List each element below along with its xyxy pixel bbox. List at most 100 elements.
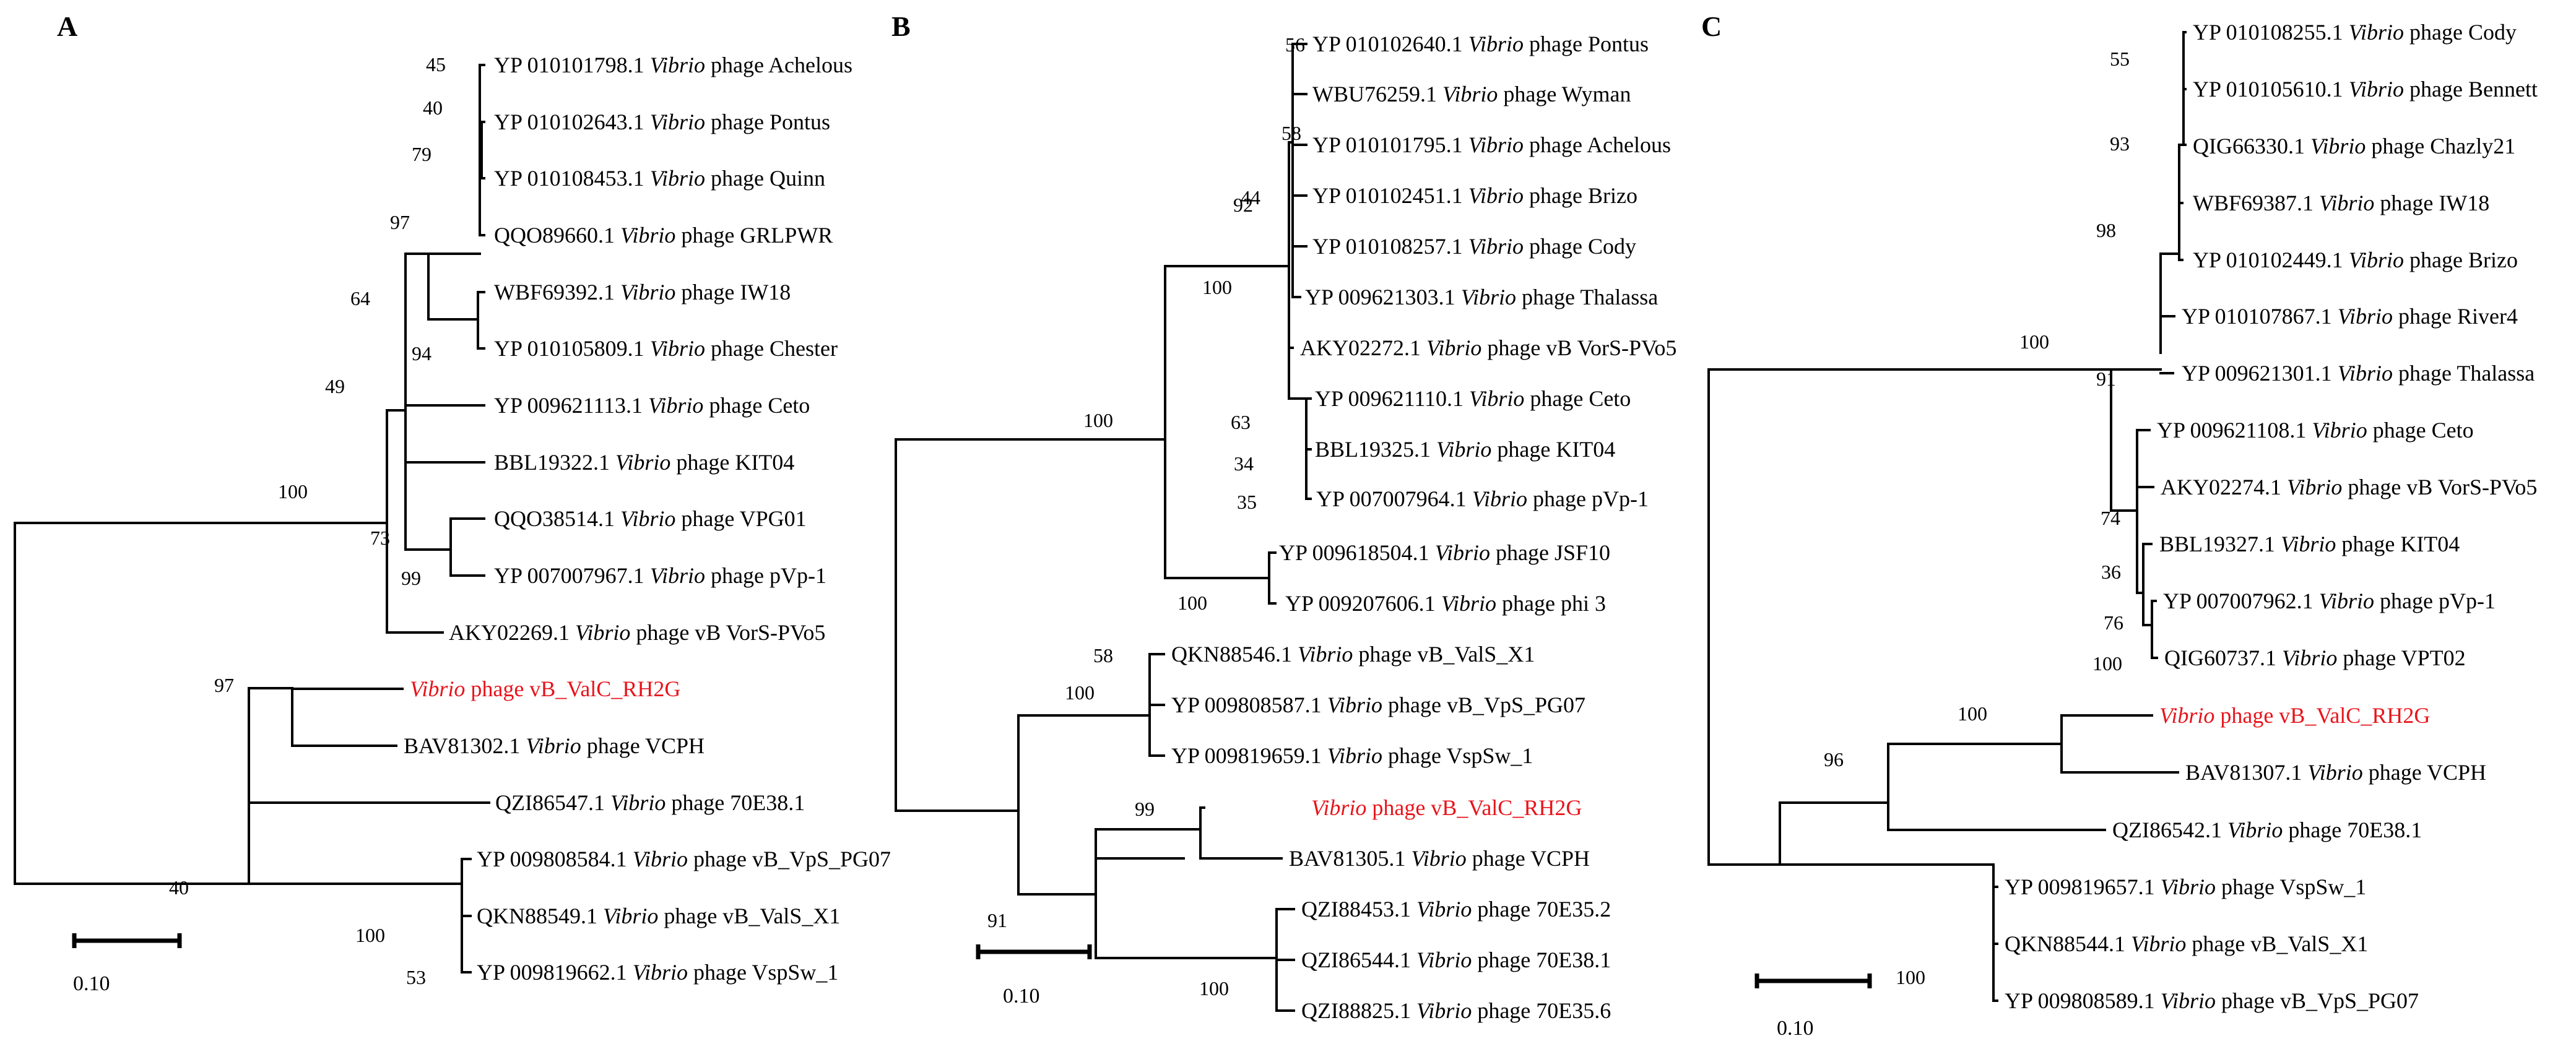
bootstrap-value: 99 <box>401 567 421 589</box>
genus: Vibrio <box>1435 540 1490 565</box>
genus: Vibrio <box>1298 642 1353 667</box>
accession: AKY02272.1 <box>1300 335 1426 360</box>
genus: Vibrio <box>650 336 705 361</box>
phage-name: phage KIT04 <box>1491 437 1615 462</box>
accession: WBU76259.1 <box>1312 82 1442 106</box>
genus: Vibrio <box>1468 234 1524 259</box>
phage-name: phage Thalassa <box>1516 285 1658 309</box>
accession: YP 007007967.1 <box>494 563 650 588</box>
phage-name: phage 70E35.2 <box>1472 897 1611 922</box>
accession: YP 009819659.1 <box>1171 743 1327 768</box>
genus: Vibrio <box>1472 486 1527 511</box>
leaf-label: YP 009621110.1 Vibrio phage Ceto <box>1315 386 1631 411</box>
bootstrap-value: 55 <box>2110 48 2130 70</box>
accession: YP 009621113.1 <box>494 393 648 418</box>
leaf-label: QIG66330.1 Vibrio phage Chazly21 <box>2193 134 2515 158</box>
accession: YP 007007964.1 <box>1316 486 1472 511</box>
leaf-label: YP 010102449.1 Vibrio phage Brizo <box>2193 248 2518 272</box>
genus: Vibrio <box>2319 589 2374 613</box>
leaf-label: YP 009808589.1 Vibrio phage vB_VpS_PG07 <box>2005 988 2419 1013</box>
bootstrap-value: 36 <box>2101 561 2121 583</box>
leaf-label: YP 009621301.1 Vibrio phage Thalassa <box>2182 361 2535 386</box>
leaf-label: YP 007007967.1 Vibrio phage pVp-1 <box>494 563 826 588</box>
bootstrap-value: 100 <box>2092 652 2122 675</box>
leaf-label: QZI86542.1 Vibrio phage 70E38.1 <box>2112 818 2422 842</box>
genus: Vibrio <box>2287 475 2342 499</box>
leaf-label: QQO89660.1 Vibrio phage GRLPWR <box>494 223 833 248</box>
accession: YP 010105809.1 <box>494 336 650 361</box>
leaf-label: YP 010102451.1 Vibrio phage Brizo <box>1312 183 1637 208</box>
bootstrap-value: 49 <box>325 375 345 397</box>
panel-c-scale-label: 0.10 <box>1777 1017 1814 1040</box>
leaf-label: BAV81305.1 Vibrio phage VCPH <box>1289 846 1590 871</box>
bootstrap-value: 100 <box>1202 276 1232 298</box>
leaf-label: YP 010108255.1 Vibrio phage Cody <box>2193 20 2517 45</box>
bootstrap-value: 63 <box>1231 411 1251 433</box>
bootstrap-values: 4540799764944910073999740100535658449210… <box>169 33 2130 999</box>
accession: QZI86542.1 <box>2112 818 2227 842</box>
bootstrap-value: 45 <box>426 53 446 76</box>
accession: YP 010102643.1 <box>494 110 650 134</box>
accession: QZI88453.1 <box>1301 897 1416 922</box>
phage-name: phage Quinn <box>705 166 825 191</box>
bootstrap-value: 76 <box>2104 611 2123 634</box>
bootstrap-value: 97 <box>214 674 234 696</box>
leaf-label: Vibrio phage vB_ValC_RH2G <box>2159 703 2430 728</box>
phage-name: phage VPT02 <box>2337 645 2465 670</box>
accession: BAV81305.1 <box>1289 846 1411 871</box>
genus: Vibrio <box>650 166 705 191</box>
accession: QKN88549.1 <box>477 904 603 928</box>
bootstrap-value: 58 <box>1093 644 1113 667</box>
genus: Vibrio <box>603 904 658 928</box>
phage-name: phage Achelous <box>705 53 852 77</box>
phage-name: phage vB VorS-PVo5 <box>1481 335 1676 360</box>
bootstrap-value: 91 <box>2096 368 2116 390</box>
bootstrap-value: 100 <box>1199 977 1229 999</box>
phage-name: phage VCPH <box>2363 760 2486 785</box>
genus: Vibrio <box>1469 386 1524 411</box>
phage-name: phage Ceto <box>1524 386 1631 411</box>
accession: YP 009621110.1 <box>1315 386 1469 411</box>
genus: Vibrio <box>1411 846 1466 871</box>
phage-name: phage River4 <box>2393 304 2518 329</box>
leaf-label: YP 009808584.1 Vibrio phage vB_VpS_PG07 <box>477 847 891 871</box>
leaf-label: YP 009819659.1 Vibrio phage VspSw_1 <box>1171 743 1533 768</box>
leaf-label: YP 010108453.1 Vibrio phage Quinn <box>494 166 825 191</box>
accession: YP 010107867.1 <box>2182 304 2338 329</box>
phage-name: phage Ceto <box>703 393 810 418</box>
phage-name: phage vB VorS-PVo5 <box>2342 475 2537 499</box>
genus: Vibrio <box>620 223 675 248</box>
leaf-label: YP 009621113.1 Vibrio phage Ceto <box>494 393 810 418</box>
bootstrap-value: 64 <box>350 287 370 309</box>
leaf-label: QKN88549.1 Vibrio phage vB_ValS_X1 <box>477 904 840 928</box>
phage-name: phage Brizo <box>2404 248 2518 272</box>
genus: Vibrio <box>648 393 703 418</box>
accession: YP 009207606.1 <box>1285 591 1441 616</box>
accession: YP 009819657.1 <box>2005 874 2161 899</box>
bootstrap-value: 100 <box>1065 681 1095 704</box>
panel-b-scale-bar <box>976 944 1092 959</box>
bootstrap-value: 96 <box>1824 748 1844 771</box>
panel-a-title: A <box>57 11 77 42</box>
phage-name: phage VspSw_1 <box>1382 743 1533 768</box>
leaf-label: YP 009808587.1 Vibrio phage vB_VpS_PG07 <box>1171 693 1585 717</box>
accession: QIG66330.1 <box>2193 134 2310 158</box>
leaf-label: QKN88544.1 Vibrio phage vB_ValS_X1 <box>2005 931 2368 956</box>
phage-name: phage KIT04 <box>2336 532 2460 556</box>
genus: Vibrio <box>633 960 688 985</box>
genus: Vibrio <box>2282 645 2337 670</box>
accession: YP 010108257.1 <box>1312 234 1468 259</box>
phage-name: phage vB_VpS_PG07 <box>688 847 891 871</box>
genus: Vibrio <box>620 506 675 531</box>
genus: Vibrio <box>2349 20 2404 45</box>
phage-name: phage pVp-1 <box>705 563 826 588</box>
phage-name: phage Cody <box>1524 234 1636 259</box>
bootstrap-value: 100 <box>355 924 385 946</box>
bootstrap-value: 99 <box>1135 798 1155 820</box>
bootstrap-value: 44 <box>1241 186 1260 209</box>
bootstrap-value: 98 <box>2096 219 2116 241</box>
accession: YP 007007962.1 <box>2163 589 2319 613</box>
accession: QQO38514.1 <box>494 506 620 531</box>
panel-c: C 0.10 <box>1701 11 2187 1040</box>
genus: Vibrio <box>2281 532 2336 556</box>
